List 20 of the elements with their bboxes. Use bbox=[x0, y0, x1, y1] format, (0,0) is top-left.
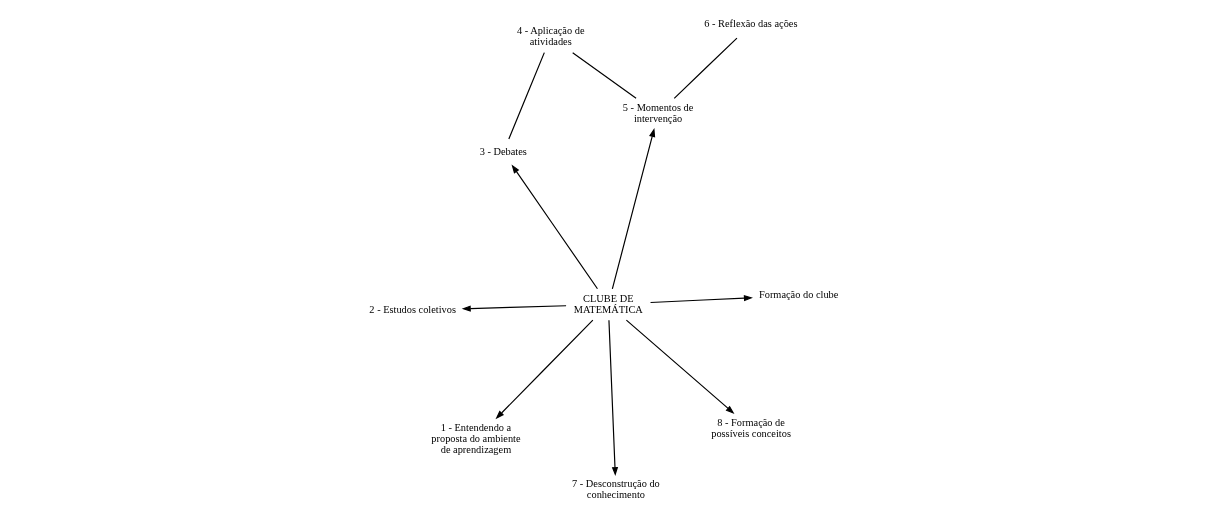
connector bbox=[673, 37, 738, 99]
node-text: 6 - Reflexão das ações bbox=[704, 18, 798, 30]
node-text: Formação do clube bbox=[758, 289, 839, 301]
arrow bbox=[461, 305, 567, 312]
arrow bbox=[649, 295, 753, 304]
arrow bbox=[611, 128, 656, 290]
node-text: 2 - Estudos coletivos bbox=[369, 304, 456, 316]
node-text: 4 - Aplicação de atividades bbox=[516, 25, 585, 48]
arrow bbox=[495, 319, 594, 420]
arrow bbox=[625, 319, 735, 414]
node-text: 1 - Entendendo a proposta do ambiente de aprendizagem bbox=[431, 421, 521, 455]
node-text: CLUBE DE MATEMÁTICA bbox=[573, 292, 643, 315]
connector bbox=[508, 52, 545, 140]
connector bbox=[572, 52, 637, 99]
node-text: 7 - Desconstrução do conhecimento bbox=[572, 478, 660, 501]
node-text: 3 - Debates bbox=[479, 146, 527, 158]
arrow bbox=[511, 164, 599, 290]
arrow bbox=[608, 319, 619, 477]
node-text: 8 - Formação de possíveis conceitos bbox=[711, 416, 791, 439]
node-text: 5 - Momentos de intervenção bbox=[622, 102, 694, 125]
